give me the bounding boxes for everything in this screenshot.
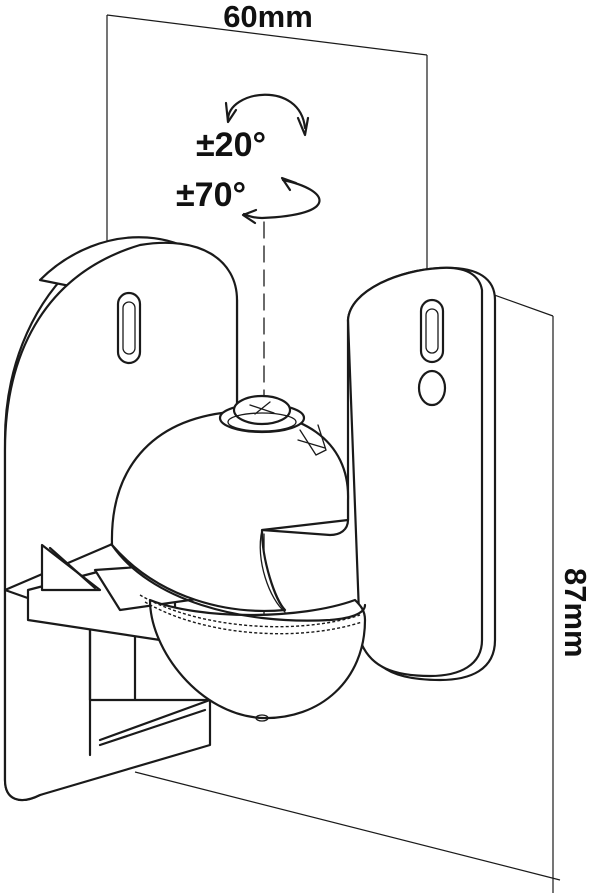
wall-plate-outline bbox=[106, 14, 428, 270]
base-plate bbox=[3, 588, 212, 802]
tilt-angle-label: ±20° bbox=[196, 126, 266, 164]
swivel-arrow-icon bbox=[241, 176, 321, 225]
left-mount-slot bbox=[116, 291, 142, 365]
width-dimension-label: 60mm bbox=[223, 0, 313, 34]
ball-joint bbox=[110, 410, 367, 720]
swivel-angle-label: ±70° bbox=[176, 176, 246, 214]
right-mount-hole bbox=[417, 369, 447, 407]
right-mount-slot bbox=[419, 298, 445, 364]
tilt-arrow-icon bbox=[224, 93, 310, 137]
screw-head-icon bbox=[218, 394, 306, 434]
right-bracket-arm bbox=[260, 266, 497, 682]
height-dimension-label: 87mm bbox=[558, 568, 593, 658]
ball-bottom-nub bbox=[255, 714, 269, 722]
